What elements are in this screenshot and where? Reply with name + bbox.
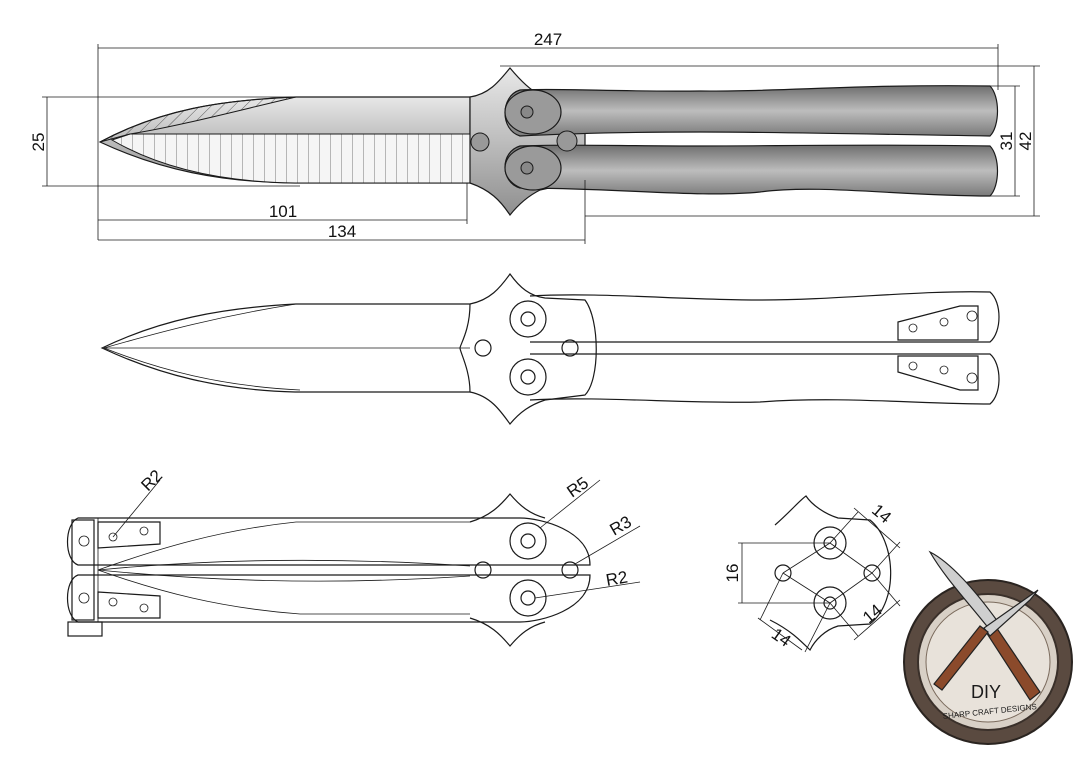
handle-top-outline — [529, 291, 1000, 343]
blade-bevel-line — [103, 347, 301, 391]
liner-bottom — [897, 355, 979, 391]
logo-title: DIY — [971, 682, 1001, 702]
dim-overall-length: 247 — [534, 30, 562, 49]
blade-hole-outline — [474, 339, 492, 357]
outline-view — [100, 272, 1000, 425]
dimension-overall: 247 — [97, 30, 999, 240]
blade-serration-area — [110, 133, 471, 184]
liner-closed-bottom — [97, 591, 161, 619]
shaded-view: 247 25 31 42 101 134 — [29, 30, 1040, 244]
latch-tab — [67, 621, 103, 637]
blade-closed-bottom — [97, 569, 470, 615]
pivot-pin-top — [520, 105, 534, 119]
tang-closed — [469, 493, 546, 647]
dim-center-height: 16 — [723, 564, 742, 583]
handle-bottom-closed — [67, 574, 591, 623]
dim-handle-31: 31 — [997, 132, 1016, 151]
blade-closed-mid — [97, 559, 471, 582]
dimension-blade-length: 101 134 — [98, 180, 586, 244]
liner-closed-top — [97, 521, 161, 549]
latch-closed — [71, 519, 95, 621]
tang-outline — [469, 272, 597, 425]
blade-closed-top — [97, 521, 470, 571]
dim-blade-length: 101 — [269, 202, 297, 221]
radius-r2-top: R2 — [137, 466, 166, 495]
logo-knife-handle-2 — [933, 625, 989, 691]
pivot-detail-outline — [769, 495, 892, 652]
liner-top — [897, 305, 979, 341]
dimension-blade-height: 25 — [29, 96, 300, 187]
handle-bottom-outline — [529, 353, 1000, 405]
pivot-ring-top-outer — [509, 300, 547, 338]
radius-r2-bottom: R2 — [604, 567, 629, 589]
pivot-ring-bottom-inner — [520, 369, 536, 385]
blade-edge-line — [103, 303, 297, 349]
latch-pin — [556, 130, 578, 152]
handle-bottom-shaded — [504, 144, 999, 197]
dimension-handle-widths: 31 42 — [500, 65, 1040, 217]
radius-r3: R3 — [607, 512, 635, 539]
dim-blade-with-tang: 134 — [328, 222, 356, 241]
pivot-ring-top-inner — [520, 311, 536, 327]
handle-top-closed — [67, 517, 591, 566]
dim-spacing-top: 14 — [868, 500, 895, 527]
handle-top-shaded — [504, 85, 999, 137]
pivot-pin-bottom — [520, 161, 534, 175]
dim-blade-height: 25 — [29, 133, 48, 152]
radius-r5: R5 — [563, 473, 592, 501]
pivot-detail-view: 16 14 14 14 — [723, 495, 901, 653]
logo-knife-blade-2 — [983, 589, 1039, 637]
closed-view: R2 R5 R3 R2 — [67, 466, 641, 647]
dim-spacing-right: 14 — [859, 600, 886, 627]
blade-hole — [470, 132, 490, 152]
pivot-ring-bottom-outer — [509, 358, 547, 396]
diy-logo: DIY SHARP CRAFT DESIGNS — [903, 550, 1073, 745]
latch-hole-outline — [561, 339, 579, 357]
dim-handle-42: 42 — [1016, 132, 1035, 151]
